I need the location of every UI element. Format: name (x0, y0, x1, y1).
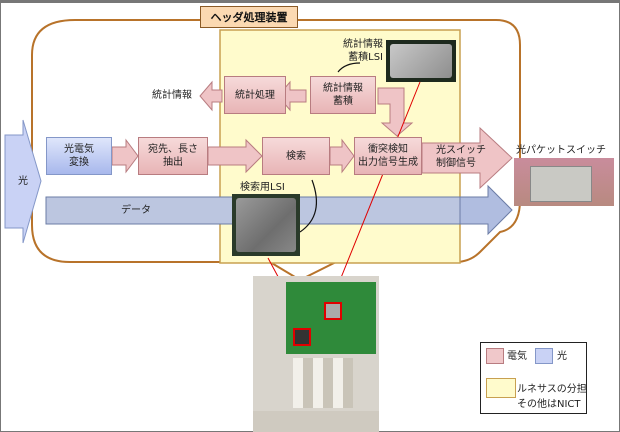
block-extract: 宛先、長さ 抽出 (138, 137, 208, 175)
arrow-switch-ctrl (421, 126, 513, 190)
device-title: ヘッダ処理装置 (200, 6, 298, 28)
pointer-stats-lsi (337, 62, 361, 73)
switch-ctrl-label: 光スイッチ 制御信号 (436, 145, 486, 169)
legend-swatch-optical (535, 348, 553, 364)
legend: 電気 光 ルネサスの分担 その他はNICT (480, 342, 587, 414)
block-stats-proc: 統計処理 (224, 76, 286, 114)
data-output-arrow (459, 184, 513, 236)
device-boundary (31, 19, 521, 282)
packet-switch-label: 光パケットスイッチ (516, 145, 606, 156)
legend-swatch-electric (486, 348, 504, 364)
packet-switch-photo (514, 158, 614, 206)
arrow-oe-extract (111, 138, 139, 174)
stats-lsi-highlight (324, 302, 342, 320)
block-search: 検索 (262, 137, 330, 175)
search-lsi-chip-photo (232, 194, 300, 256)
search-lsi-highlight (293, 328, 311, 346)
block-oe-convert: 光電気 変換 (46, 137, 112, 175)
search-lsi-label: 検索用LSI (240, 182, 285, 193)
board-photo (253, 276, 379, 432)
block-stats-store: 統計情報 蓄積 (310, 76, 376, 114)
input-light-label: 光 (18, 176, 28, 187)
block-collision: 衝突検知 出力信号生成 (354, 137, 422, 175)
stats-lsi-chip-photo (386, 40, 456, 82)
red-line-stats-lsi (331, 81, 421, 301)
arrow-proc-out (199, 80, 223, 112)
pointer-search-lsi (299, 179, 318, 233)
legend-other-label: その他はNICT (517, 399, 581, 410)
stats-output-label: 統計情報 (152, 90, 192, 101)
legend-electric-label: 電気 (507, 351, 527, 362)
light-input-arrow (4, 119, 42, 244)
data-bar-label: データ (121, 205, 151, 216)
legend-swatch-renesas (486, 378, 516, 398)
stats-lsi-label: 統計情報 蓄積LSI (343, 39, 383, 63)
arrow-search-collision (329, 138, 355, 174)
arrow-extract-search (207, 138, 263, 174)
legend-optical-label: 光 (557, 351, 567, 362)
legend-renesas-label: ルネサスの分担 (517, 384, 587, 395)
